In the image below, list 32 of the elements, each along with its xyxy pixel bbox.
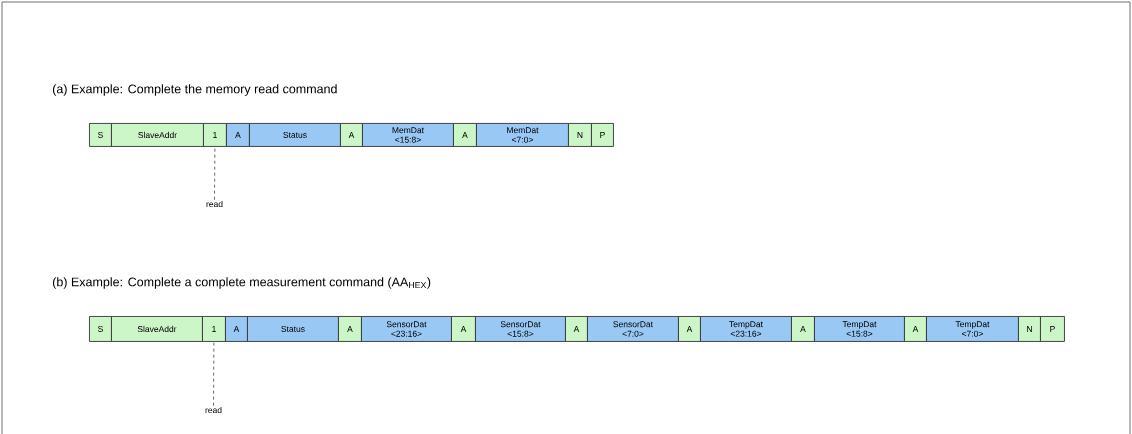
field-cell: TempDat <23:16>	[700, 316, 792, 342]
field-cell: A	[340, 123, 363, 147]
field-cell: S	[89, 316, 112, 342]
heading: (a) Example: Complete the memory read command	[52, 84, 337, 96]
field-cell: A	[565, 316, 588, 342]
field-cell: A	[678, 316, 701, 342]
annotation-text: read	[206, 200, 223, 208]
field-cell: SensorDat <23:16>	[361, 316, 452, 342]
field-cell: TempDat <15:8>	[814, 316, 905, 342]
field-cell: A	[226, 123, 250, 147]
annotation-text: read	[205, 406, 222, 414]
field-cell: N	[1018, 316, 1041, 342]
field-cell: P	[591, 123, 614, 147]
heading: (b) Example: Complete a complete measurement command (AA$_{HEX}$)	[52, 277, 431, 289]
field-cell: 1	[202, 316, 226, 342]
field-cell: SensorDat <7:0>	[587, 316, 679, 342]
field-cell: P	[1040, 316, 1065, 342]
field-cell: A	[338, 316, 362, 342]
field-cell: SensorDat <15:8>	[475, 316, 566, 342]
field-cell: A	[453, 123, 477, 147]
field-cell: TempDat <7:0>	[926, 316, 1019, 342]
field-cell: 1	[203, 123, 227, 147]
leader-line	[213, 341, 215, 406]
leader-line	[214, 146, 216, 200]
field-cell: A	[225, 316, 248, 342]
field-cell: A	[791, 316, 815, 342]
field-cell: MemDat <7:0>	[476, 123, 569, 147]
field-cell: S	[89, 123, 112, 147]
field-cell: A	[904, 316, 927, 342]
field-cell: MemDat <15:8>	[362, 123, 454, 147]
field-cell: A	[451, 316, 476, 342]
field-cell: N	[568, 123, 592, 147]
